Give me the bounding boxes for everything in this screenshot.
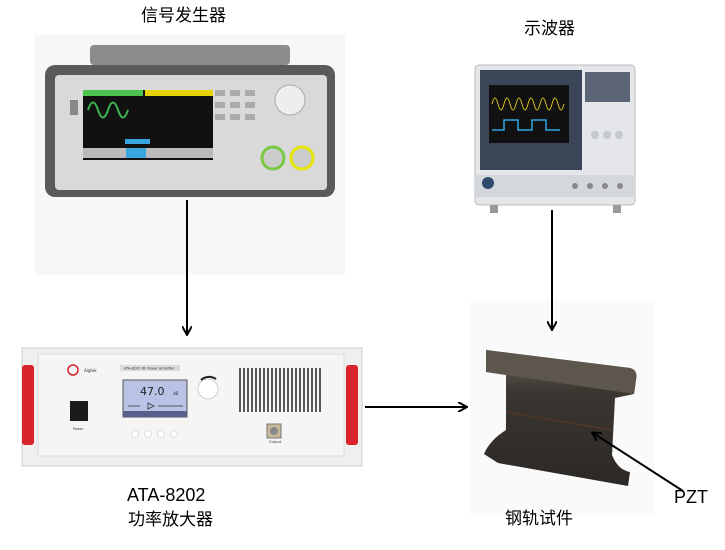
amplifier-model-label: ATA-8202 bbox=[127, 485, 206, 505]
arrow-pzt-pointer bbox=[593, 433, 684, 492]
rail-specimen-image bbox=[470, 300, 655, 515]
amp-title: ATA-8202 RF Power Amplifier bbox=[124, 367, 175, 371]
amplifier-name-label: 功率放大器 bbox=[128, 510, 213, 530]
signal-generator-image bbox=[35, 35, 345, 275]
amp-brand: Aigtek bbox=[84, 368, 97, 373]
signal-generator-label: 信号发生器 bbox=[141, 6, 226, 26]
power-amplifier-image bbox=[21, 347, 363, 467]
amp-display-value: 47.0 bbox=[140, 385, 165, 398]
rail-specimen-label: 钢轨试件 bbox=[505, 509, 573, 529]
oscilloscope-label: 示波器 bbox=[524, 19, 575, 39]
amp-display-unit: dB bbox=[173, 391, 179, 396]
amp-output-label: Output bbox=[269, 440, 282, 444]
pzt-label: PZT bbox=[674, 487, 708, 507]
oscilloscope-image bbox=[474, 64, 636, 213]
amp-power-label: Power bbox=[73, 427, 84, 431]
